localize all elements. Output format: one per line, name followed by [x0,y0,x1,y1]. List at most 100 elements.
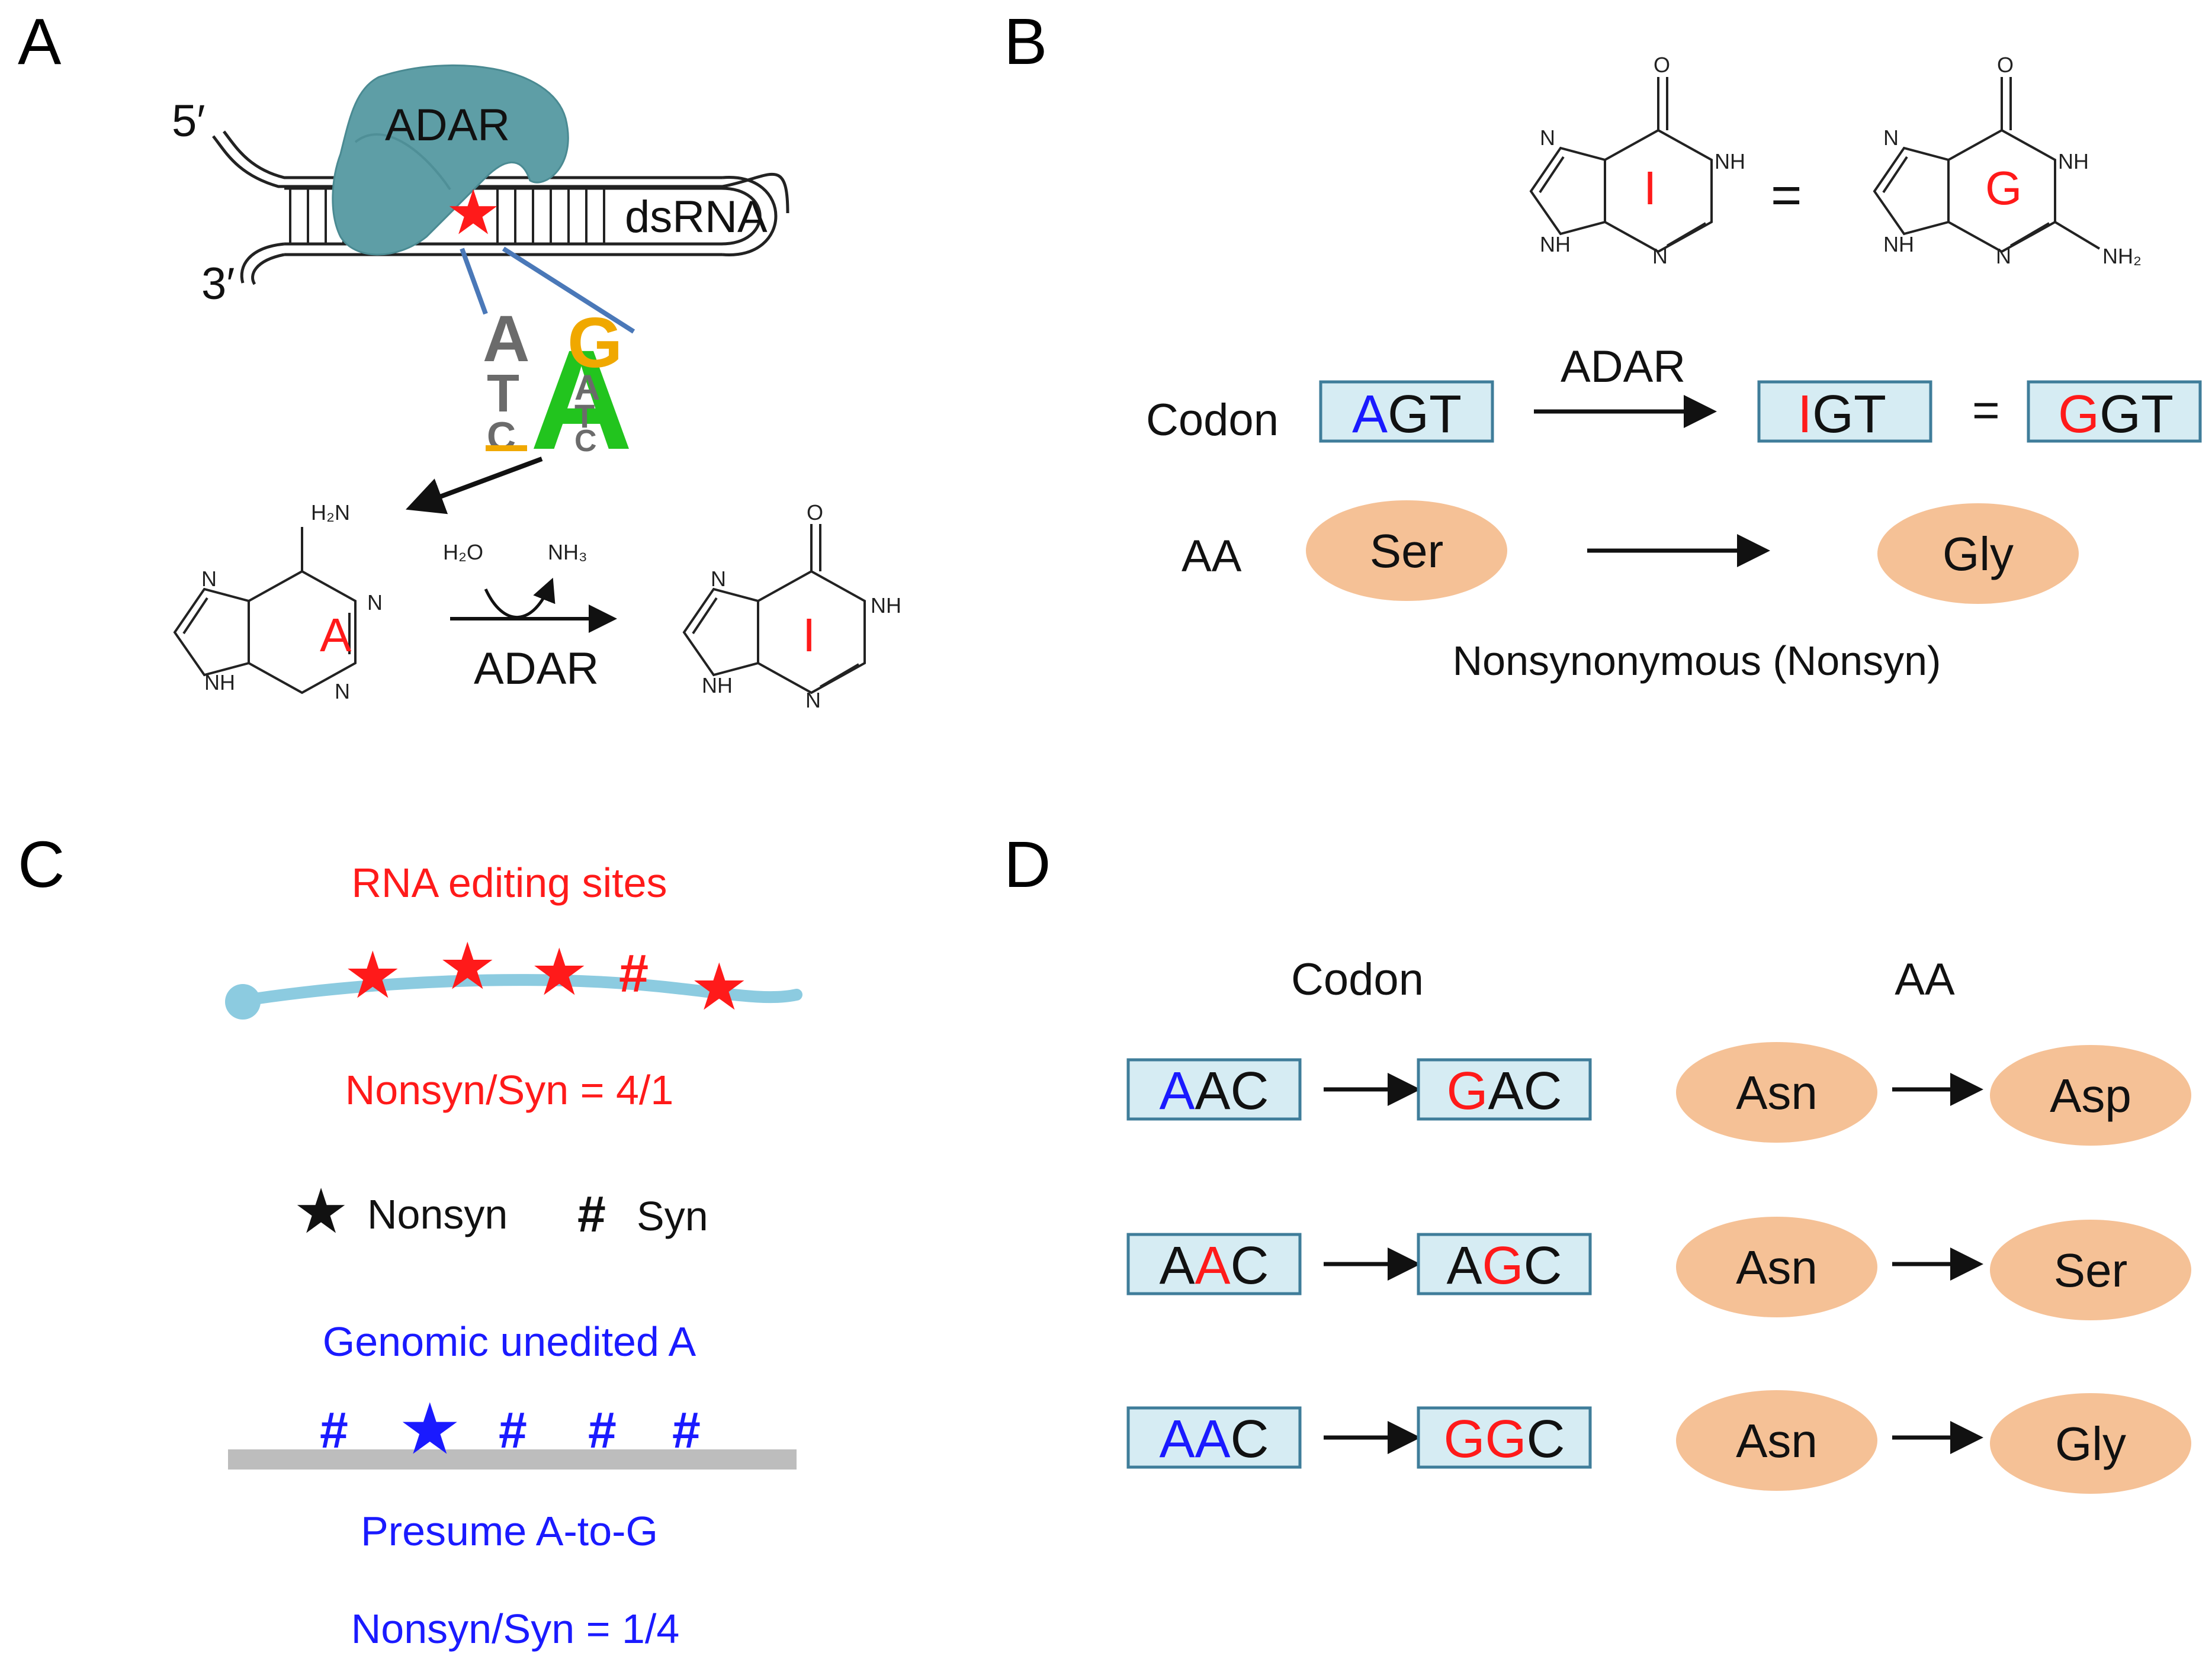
codon-box-to [1417,1058,1592,1121]
logo-left-g-sliver [486,445,527,451]
codon-column-header: Codon [1291,954,1424,1005]
rna-mark-star: ★ [530,936,589,1009]
guanosine-nh: NH [2058,149,2089,173]
adenine-n9: NH [204,670,235,694]
inosine-structure-b [1529,77,1713,253]
legend-nonsyn-label: Nonsyn [367,1191,508,1237]
aa-from-label: Asn [1736,1414,1818,1467]
reagent-curve-arrow [484,577,556,619]
adar-enzyme-fold [354,133,451,191]
codon-from-base: A [1159,1236,1195,1295]
codon-to-base: G [1443,1410,1485,1469]
guanosine-label: G [1985,162,2022,214]
aa-to-label: Ser [2054,1244,2128,1297]
adar-enzyme-shape [332,64,569,256]
codon-to-base: G [1485,1410,1527,1469]
codon-box-from [1126,1233,1302,1295]
genomic-mark-star: ★ [398,1390,462,1469]
aa-oval-ser [1306,500,1507,601]
codon-box-edited [1757,380,1932,443]
legend-syn-label: Syn [637,1193,708,1239]
aa-oval-from [1676,1217,1877,1317]
adenine-n1: N [367,590,383,615]
codon-from-base: C [1231,1062,1269,1121]
rna-strand-5prime-cap [225,984,261,1020]
rna-editing-marks: ★ ★ ★ # ★ [343,930,749,1024]
codon-to-base: A [1488,1062,1523,1121]
edit-ratio-label: Nonsyn/Syn = 4/1 [345,1067,674,1113]
logo-right-a: A [574,368,600,407]
rna-mark-hash: # [619,944,648,1004]
codon-to-base: A [1446,1236,1482,1295]
presume-label: Presume A-to-G [361,1508,658,1554]
dsrna-label: dsRNA [625,192,768,242]
aa-gly-label: Gly [1943,528,2014,580]
codon-read-as: GGT [2058,385,2174,444]
inosine-b-label: I [1643,162,1656,214]
aa-oval-to [1990,1045,2191,1146]
codon-to-base: C [1527,1410,1565,1469]
logo-to-adenine-arrow [406,456,543,515]
codon-from: AAC [1159,1062,1269,1121]
codon-from-base: A [1195,1410,1231,1469]
aa-oval-from [1676,1042,1877,1143]
adenine-base-label: A [320,609,352,661]
codon-original-rest: GT [1388,385,1462,444]
logo-right-c: C [574,424,597,458]
codon-from-base: A [1159,1410,1195,1469]
genomic-mark-hash: # [588,1402,617,1459]
rna-mark-star: ★ [343,939,402,1012]
nonsyn-caption: Nonsynonymous (Nonsyn) [1453,638,1941,684]
guanosine-oxo: O [1997,53,2014,77]
panel-c: C RNA editing sites ★ ★ ★ # ★ Nonsyn/Syn… [18,828,802,1652]
ammonia-label: NH₃ [548,540,587,564]
inosine-a-n7: N [711,567,726,591]
aa-oval-gly [1877,503,2079,604]
codon-equals: = [1972,384,2000,436]
adar-label: ADAR [385,100,510,150]
codon-original: AGT [1352,385,1462,444]
legend-nonsyn-star-icon: ★ [293,1177,349,1246]
codon-to: GGC [1443,1410,1565,1469]
codon-box-from [1126,1406,1302,1469]
codon-to-base: G [1482,1236,1524,1295]
codon-from-base: A [1195,1062,1231,1121]
genomic-mark-hash: # [672,1402,701,1459]
codon-to: GAC [1446,1062,1562,1121]
logo-right-g: G [567,303,622,382]
guanosine-n7: N [1883,126,1899,150]
panel-d-letter: D [1004,828,1051,901]
three-prime-label: 3′ [201,259,235,309]
panel-b-letter: B [1004,5,1047,78]
codon-box-from [1126,1058,1302,1121]
rna-editing-title: RNA editing sites [351,860,667,906]
inosine-b-n9: NH [1540,232,1571,256]
panel-a-letter: A [18,5,62,78]
codon-from-base: C [1231,1236,1269,1295]
codon-box-original [1319,380,1494,443]
reaction-enzyme-label: ADAR [474,644,599,694]
codon-from: AAC [1159,1410,1269,1469]
inosine-a-oxo: O [807,500,823,525]
aa-to-label: Gly [2055,1417,2126,1470]
genomic-title: Genomic unedited A [323,1319,696,1365]
codon-read-as-first: G [2058,385,2099,444]
inosine-equals-guanosine: = [1771,166,1802,225]
genomic-mark-hash: # [320,1402,348,1459]
genome-bar [228,1449,797,1470]
aa-from-label: Asn [1736,1241,1818,1294]
aa-ser-label: Ser [1370,525,1444,577]
codon-edited-rest: GT [1812,385,1886,444]
guanosine-n9: NH [1883,232,1914,256]
logo-center-a: A [530,320,633,479]
codon-to: AGC [1446,1236,1562,1295]
adenine-n7: N [201,567,217,591]
codon-edited-first: I [1797,385,1812,444]
genomic-marks: # ★ # # # [320,1390,701,1469]
sequence-logo: A T C A G A T C [483,303,633,479]
panel-b: B O N NH N NH I = O N NH N N [1004,5,2202,684]
